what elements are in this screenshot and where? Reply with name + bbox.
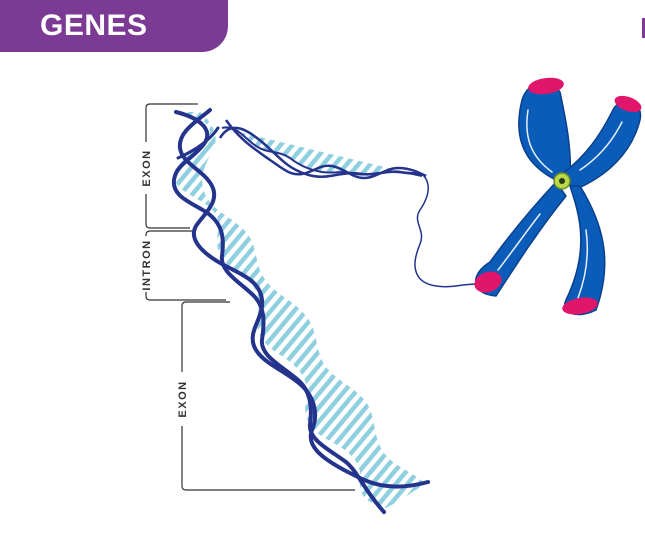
dna-double-helix-icon <box>171 108 481 514</box>
chromosome-icon <box>474 77 642 316</box>
helix-rungs <box>173 112 426 508</box>
label-exon-top: EXON <box>141 149 153 186</box>
bracket-exon-top <box>145 103 198 229</box>
thin-helix <box>218 119 427 180</box>
telomeres <box>474 77 642 315</box>
helix-strands <box>171 108 430 514</box>
label-exon-bottom: EXON <box>177 380 189 417</box>
page-title: GENES <box>40 9 148 42</box>
bracket-intron <box>145 230 226 301</box>
label-intron: INTRON <box>141 239 153 290</box>
dna-thread <box>414 175 481 288</box>
bracket-exon-bottom <box>181 301 355 491</box>
edge-marker <box>642 18 645 38</box>
title-tab: GENES <box>0 0 228 52</box>
